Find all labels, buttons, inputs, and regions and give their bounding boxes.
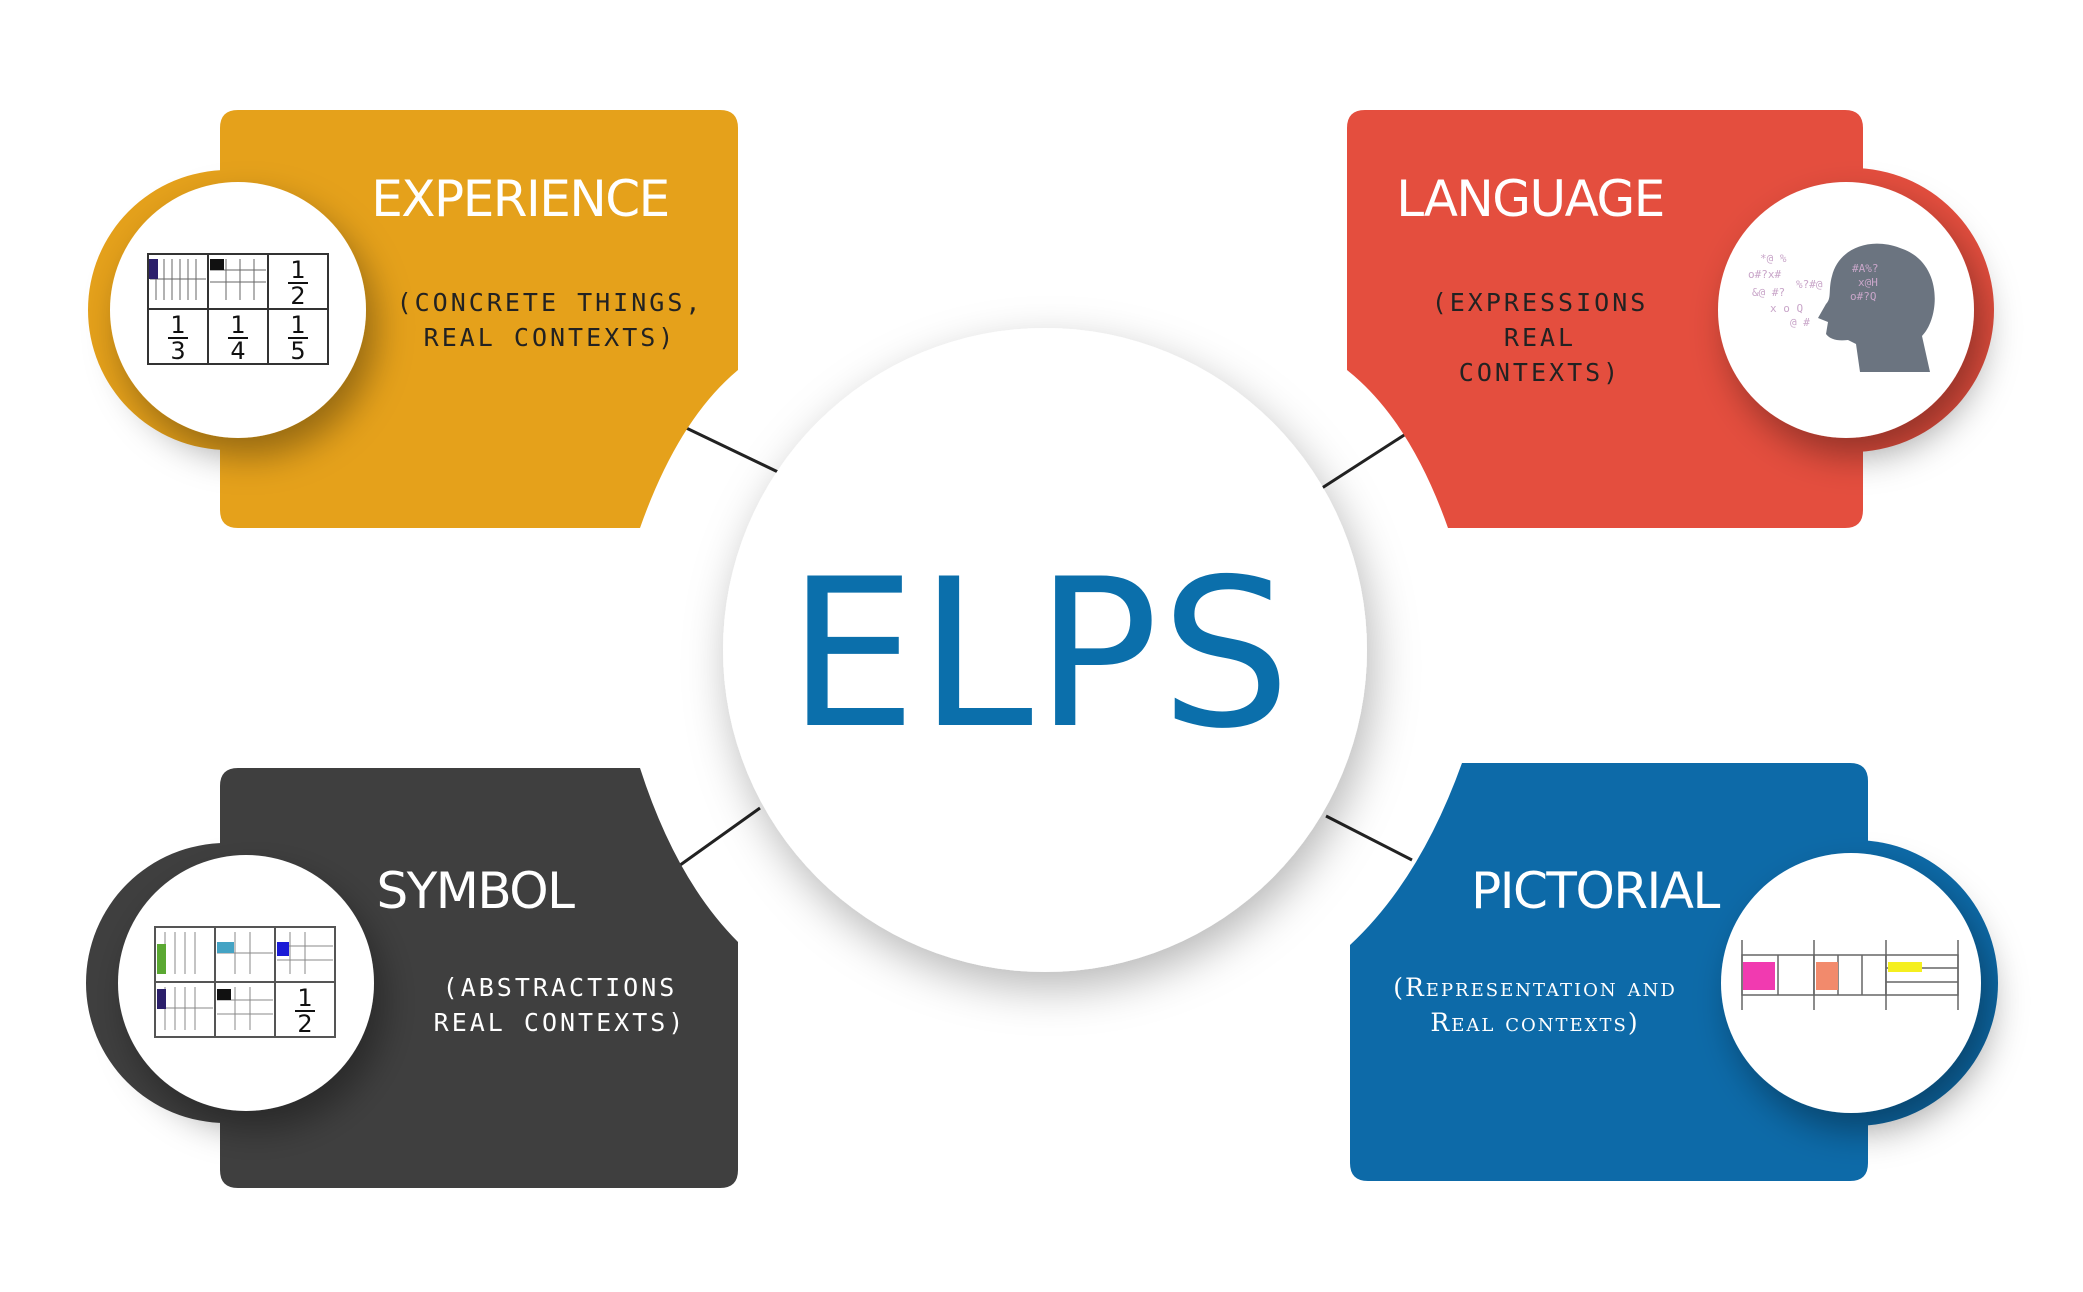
card-pictorial-panel — [1350, 763, 1868, 1181]
fraction-grid-icon — [154, 926, 336, 1038]
fraction-third-num: 1 — [170, 311, 185, 339]
svg-text:o#?x#: o#?x# — [1748, 268, 1781, 281]
svg-text:o#?Q: o#?Q — [1850, 290, 1877, 303]
svg-text:*@ %: *@ % — [1760, 252, 1787, 265]
symbol-subtitle: (ABSTRACTIONS REAL CONTEXTS) — [433, 973, 687, 1037]
experience-title: EXPERIENCE — [371, 170, 670, 228]
fraction-quarter-num: 1 — [230, 311, 245, 339]
fraction-half-den: 2 — [290, 282, 305, 310]
fraction-fifth-num: 1 — [290, 311, 305, 339]
svg-text:x o Q: x o Q — [1770, 302, 1803, 315]
connector-pictorial — [1325, 814, 1413, 862]
experience-subtitle: (CONCRETE THINGS, REAL CONTEXTS) — [396, 288, 704, 352]
colored-bars-icon — [1741, 940, 1959, 1010]
connector-language — [1321, 428, 1413, 490]
fraction-third-den: 3 — [170, 337, 185, 365]
fraction-labels-symbol: 1 2 — [295, 984, 315, 1038]
svg-text:#A%?: #A%? — [1852, 262, 1879, 275]
connectors — [675, 423, 1413, 870]
pictorial-title: PICTORIAL — [1471, 862, 1720, 920]
fraction-half-num: 1 — [290, 256, 305, 284]
center-title: ELPS — [787, 536, 1293, 774]
language-title: LANGUAGE — [1396, 170, 1665, 228]
fraction-half-den: 2 — [297, 1010, 312, 1038]
card-experience-panel — [220, 110, 738, 528]
connector-experience — [679, 423, 779, 474]
card-symbol-panel — [220, 768, 738, 1188]
fraction-labels-experience: 1 2 1 3 1 4 1 5 — [168, 256, 308, 365]
card-language-panel — [1347, 110, 1863, 528]
fraction-quarter-den: 4 — [230, 337, 245, 365]
fraction-fifth-den: 5 — [290, 337, 305, 365]
fraction-half-num: 1 — [297, 984, 312, 1012]
svg-text:x@H: x@H — [1858, 276, 1878, 289]
center-circle — [723, 328, 1367, 972]
fraction-grid-icon — [147, 253, 329, 365]
svg-text:&@ #?: &@ #? — [1752, 286, 1785, 299]
language-subtitle: (EXPRESSIONS REAL CONTEXTS) — [1431, 288, 1649, 387]
card-pictorial — [1350, 763, 1998, 1181]
svg-text:%?#@: %?#@ — [1796, 278, 1823, 291]
pictorial-subtitle: (Representation and Real contexts) — [1393, 973, 1677, 1037]
svg-text:@ #: @ # — [1790, 316, 1810, 329]
speaking-head-icon: #A%? x@H o#?Q *@ % o#?x# &@ #? x o Q @ #… — [1748, 243, 1935, 372]
connector-symbol — [675, 806, 761, 870]
symbol-title: SYMBOL — [376, 862, 575, 920]
